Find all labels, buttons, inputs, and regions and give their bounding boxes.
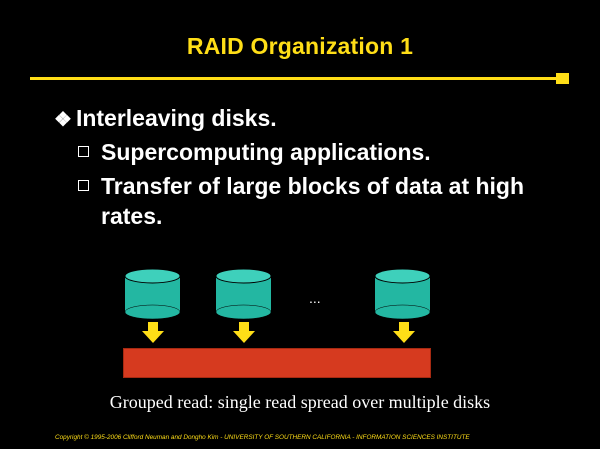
disk-cylinder-icon xyxy=(374,268,431,320)
diagram-caption: Grouped read: single read spread over mu… xyxy=(109,392,491,412)
slide-title: RAID Organization 1 xyxy=(186,33,414,59)
disk-cylinder-icon xyxy=(124,268,181,320)
bullet-text: Supercomputing applications. xyxy=(101,139,431,165)
arrow-down-icon xyxy=(233,322,255,344)
bullet-text: Transfer of large blocks of data at high… xyxy=(101,173,525,229)
bullet-text: Interleaving disks. xyxy=(75,105,277,131)
title-underline-end-block xyxy=(556,73,569,84)
diamond-bullet-icon: ❖ xyxy=(54,109,72,131)
title-underline xyxy=(30,77,558,80)
ellipsis-more-disks: ... xyxy=(309,290,321,306)
square-bullet-icon xyxy=(78,146,89,158)
square-bullet-icon xyxy=(78,180,89,192)
bullet-transfer: Transfer of large blocks of data at high… xyxy=(78,171,548,231)
copyright-footer: Copyright © 1995-2006 Clifford Neuman an… xyxy=(55,434,470,441)
disk-cylinder-icon xyxy=(215,268,272,320)
grouped-data-block xyxy=(123,348,431,378)
arrow-down-icon xyxy=(142,322,164,344)
bullet-interleaving: ❖Interleaving disks. xyxy=(54,103,277,135)
bullet-supercomputing: Supercomputing applications. xyxy=(78,137,431,167)
arrow-down-icon xyxy=(393,322,415,344)
